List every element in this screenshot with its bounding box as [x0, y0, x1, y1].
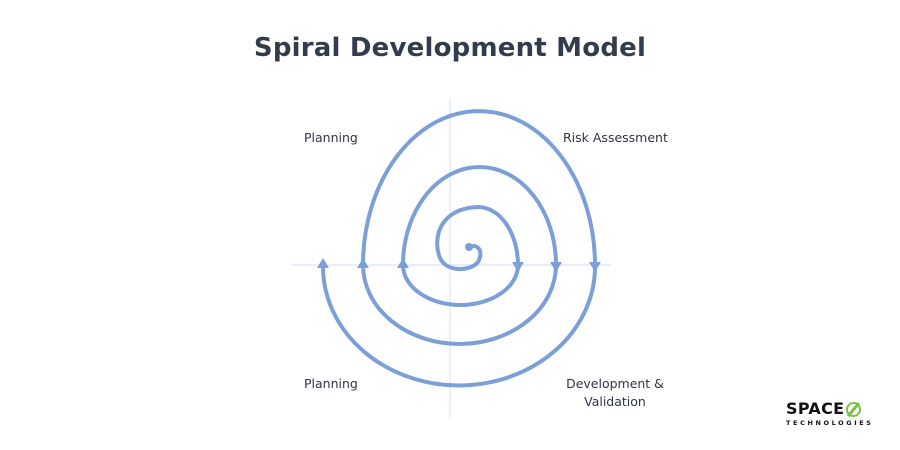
arrow-down-icon [589, 262, 601, 272]
arrow-down-icon [550, 262, 562, 272]
quadrant-label-bottom-right: Development & Validation [560, 375, 670, 411]
arrow-up-icon [357, 258, 369, 268]
direction-arrows [317, 258, 601, 272]
quadrant-label-bottom-right-line2: Validation [584, 394, 646, 409]
quadrant-label-top-right: Risk Assessment [563, 130, 668, 145]
quadrant-label-bottom-left: Planning [304, 376, 358, 391]
arrow-up-icon [317, 258, 329, 268]
logo-wordmark: SPACE [786, 399, 845, 418]
logo-slashed-o-icon [846, 401, 862, 417]
quadrant-label-top-left: Planning [304, 130, 358, 145]
spiral-center-dot [465, 243, 473, 251]
page-title: Spiral Development Model [253, 33, 647, 63]
spiral-path [321, 109, 598, 388]
logo-tagline: TECHNOLOGIES [786, 419, 874, 427]
company-logo: SPACE TECHNOLOGIES [786, 399, 886, 428]
quadrant-label-bottom-right-line1: Development & [566, 376, 664, 391]
arrow-down-icon [512, 262, 524, 272]
arrow-up-icon [397, 258, 409, 268]
